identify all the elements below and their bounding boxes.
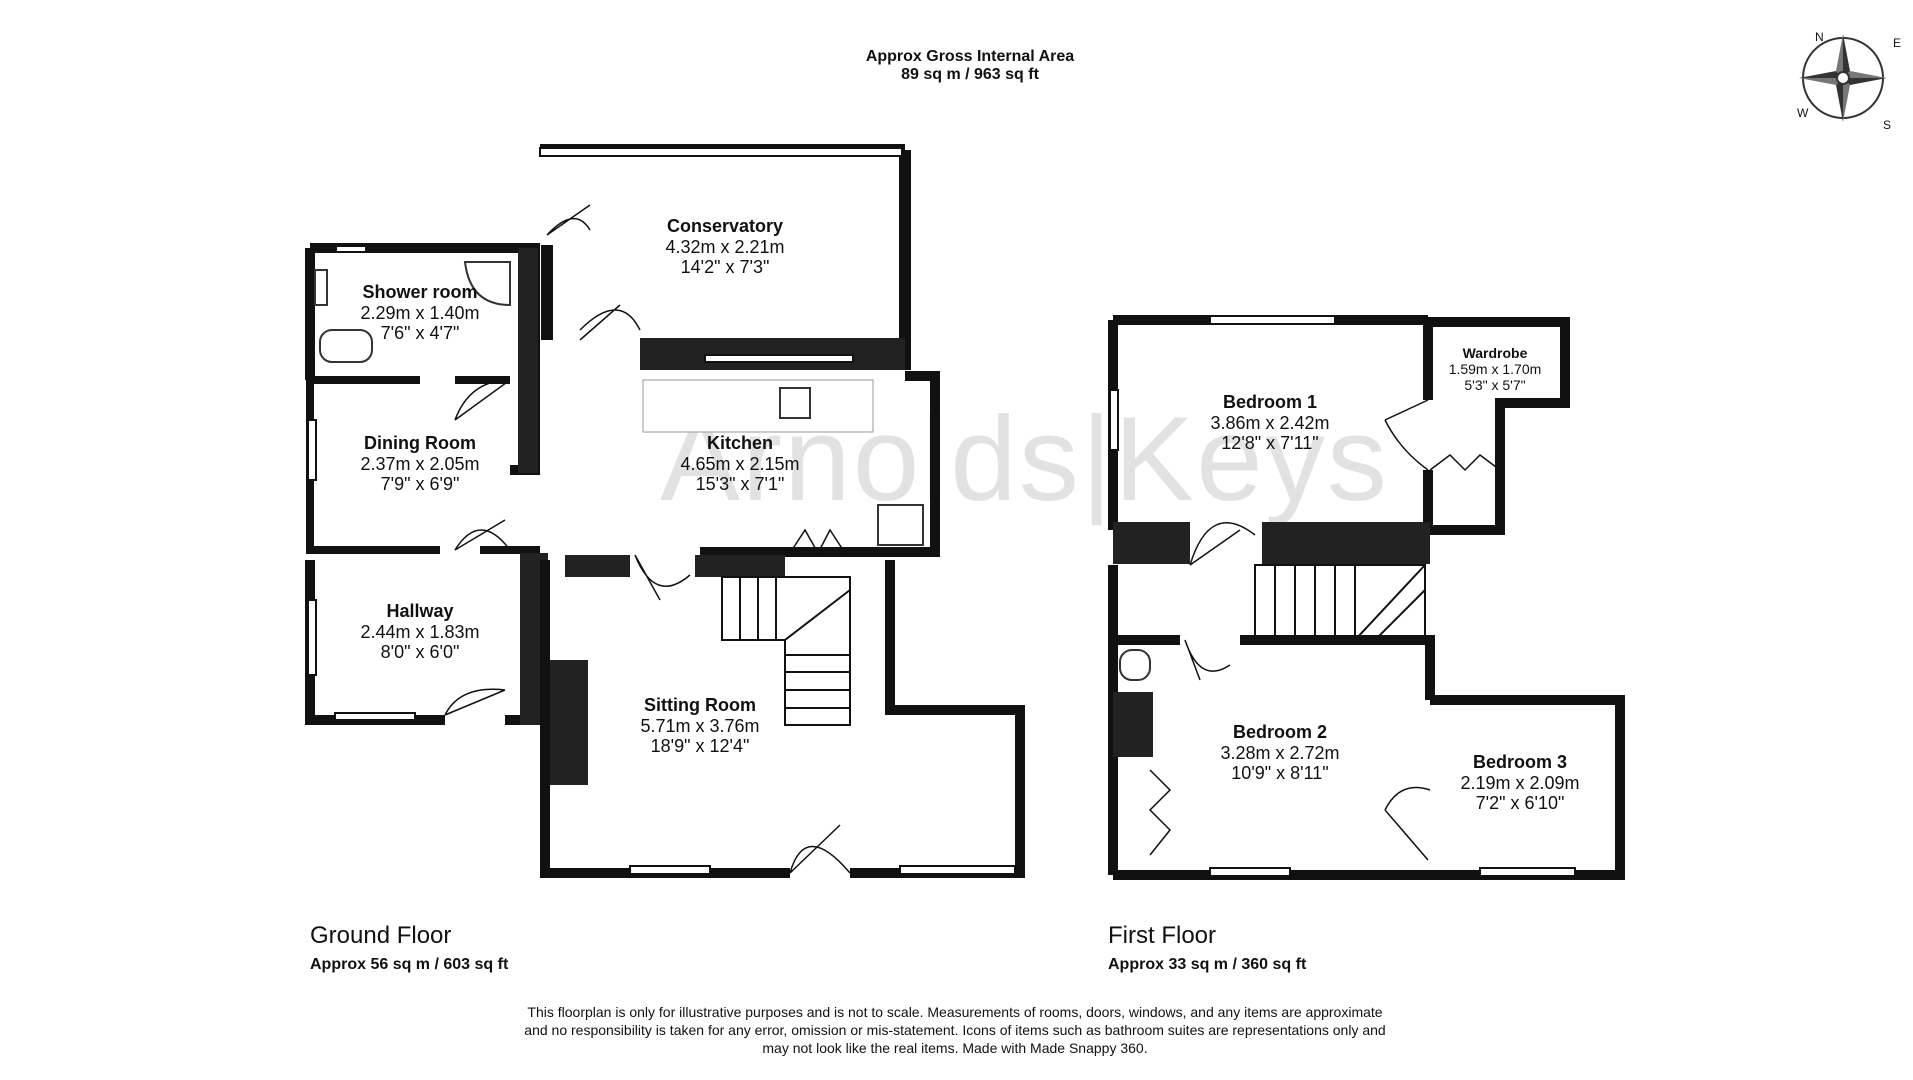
- sitting-divider-wall: [565, 555, 630, 577]
- bedroom-2-window: [1209, 867, 1291, 877]
- room-label-hallway: Hallway 2.44m x 1.83m 8'0" x 6'0": [340, 601, 500, 663]
- room-imperial: 5'3" x 5'7": [1464, 377, 1526, 394]
- gross-area-value: 89 sq m / 963 sq ft: [901, 65, 1039, 83]
- disclaimer-line: may not look like the real items. Made w…: [762, 1040, 1148, 1057]
- room-label-wardrobe: Wardrobe 1.59m x 1.70m 5'3" x 5'7": [1430, 345, 1560, 393]
- room-label-bedroom-3: Bedroom 3 2.19m x 2.09m 7'2" x 6'10": [1440, 752, 1600, 814]
- room-name: Kitchen: [706, 433, 773, 453]
- room-imperial: 7'9" x 6'9": [380, 474, 460, 495]
- room-imperial: 12'8" x 7'11": [1221, 433, 1319, 454]
- disclaimer-line: This floorplan is only for illustrative …: [527, 1004, 1383, 1020]
- room-label-dining-room: Dining Room 2.37m x 2.05m 7'9" x 6'9": [340, 433, 500, 495]
- room-name: Dining Room: [364, 433, 476, 453]
- gross-internal-area: Approx Gross Internal Area 89 sq m / 963…: [760, 48, 1180, 83]
- room-metric: 2.37m x 2.05m: [360, 453, 480, 474]
- first-floor-plan: [1108, 315, 1625, 880]
- compass-west-label: W: [1797, 106, 1809, 120]
- room-metric: 4.32m x 2.21m: [665, 236, 785, 257]
- hallway-window-bottom: [334, 712, 416, 721]
- room-imperial: 7'2" x 6'10": [1475, 793, 1565, 814]
- compass-east-label: E: [1893, 36, 1902, 50]
- left-dark-pillar: [518, 248, 538, 473]
- stair-dark-wall: [695, 555, 785, 577]
- ground-floor-plan: [305, 144, 1025, 878]
- ground-floor-doors: [444, 204, 851, 874]
- sitting-room-window-left: [629, 865, 711, 875]
- first-floor-label: First Floor: [1108, 922, 1216, 949]
- first-floor-doors: [1148, 399, 1501, 861]
- room-metric: 4.65m x 2.15m: [680, 453, 800, 474]
- first-floor-stairs: [1254, 564, 1426, 641]
- shower-tray-icon: [463, 261, 511, 307]
- room-imperial: 7'6" x 4'7": [380, 323, 460, 344]
- bedroom-2-basin-icon: [1119, 649, 1151, 681]
- sitting-room-window-right: [899, 865, 1016, 875]
- dining-room-window: [307, 419, 317, 481]
- room-name: Bedroom 1: [1222, 392, 1318, 412]
- compass-rose-icon: [1799, 34, 1887, 122]
- shower-toilet-icon: [319, 329, 373, 363]
- room-name: Bedroom 3: [1472, 752, 1568, 772]
- gross-area-title: Approx Gross Internal Area: [865, 48, 1075, 65]
- shower-basin-icon: [314, 269, 328, 306]
- room-label-bedroom-1: Bedroom 1 3.86m x 2.42m 12'8" x 7'11": [1190, 392, 1350, 454]
- ground-floor-stairs: [721, 576, 851, 726]
- bedroom-3-window: [1479, 867, 1576, 877]
- sitting-room-walls: [540, 560, 1025, 878]
- room-name: Sitting Room: [644, 695, 756, 715]
- kitchen-counter: [642, 379, 874, 433]
- first-floor-dark-mid: [1262, 522, 1430, 564]
- room-label-kitchen: Kitchen 4.65m x 2.15m 15'3" x 7'1": [660, 433, 820, 495]
- kitchen-sink-icon: [779, 387, 811, 419]
- compass-south-label: S: [1883, 118, 1892, 132]
- room-label-conservatory: Conservatory 4.32m x 2.21m 14'2" x 7'3": [640, 216, 810, 278]
- room-imperial: 18'9" x 12'4": [650, 736, 750, 757]
- room-metric: 2.19m x 2.09m: [1460, 772, 1580, 793]
- room-metric: 2.44m x 1.83m: [360, 621, 480, 642]
- room-metric: 2.29m x 1.40m: [360, 302, 480, 323]
- room-label-shower-room: Shower room 2.29m x 1.40m 7'6" x 4'7": [340, 282, 500, 344]
- ground-floor-label: Ground Floor: [310, 922, 452, 949]
- room-label-bedroom-2: Bedroom 2 3.28m x 2.72m 10'9" x 8'11": [1200, 722, 1360, 784]
- kitchen-top-window: [704, 354, 854, 363]
- room-name: Conservatory: [666, 216, 784, 236]
- room-imperial: 10'9" x 8'11": [1231, 763, 1329, 784]
- conservatory-window: [539, 147, 903, 157]
- room-metric: 1.59m x 1.70m: [1448, 361, 1542, 378]
- room-imperial: 15'3" x 7'1": [695, 474, 785, 495]
- room-name: Hallway: [386, 601, 454, 621]
- room-metric: 3.86m x 2.42m: [1210, 412, 1330, 433]
- room-name: Shower room: [362, 282, 478, 302]
- hallway-window-side: [307, 599, 317, 676]
- shower-room-window: [335, 245, 367, 253]
- room-label-sitting-room: Sitting Room 5.71m x 3.76m 18'9" x 12'4": [620, 695, 780, 757]
- room-imperial: 8'0" x 6'0": [380, 642, 460, 663]
- room-name: Bedroom 2: [1232, 722, 1328, 742]
- first-floor-dark-left: [1113, 522, 1190, 564]
- dining-room-walls: [306, 376, 540, 554]
- kitchen-hob-icon: [877, 504, 924, 546]
- ground-floor-area: Approx 56 sq m / 603 sq ft: [310, 956, 509, 973]
- first-floor-dark-lower: [1113, 692, 1153, 757]
- disclaimer: This floorplan is only for illustrative …: [460, 1003, 1450, 1058]
- room-metric: 5.71m x 3.76m: [640, 715, 760, 736]
- compass-north-label: N: [1815, 30, 1824, 44]
- chimney-breast: [550, 660, 588, 785]
- room-name: Wardrobe: [1462, 345, 1528, 361]
- room-imperial: 14'2" x 7'3": [680, 257, 770, 278]
- disclaimer-line: and no responsibility is taken for any e…: [524, 1022, 1386, 1039]
- room-metric: 3.28m x 2.72m: [1220, 742, 1340, 763]
- bedroom-1-window-top: [1209, 315, 1336, 325]
- bedroom-1-window-side: [1109, 389, 1119, 451]
- first-floor-area: Approx 33 sq m / 360 sq ft: [1108, 956, 1307, 973]
